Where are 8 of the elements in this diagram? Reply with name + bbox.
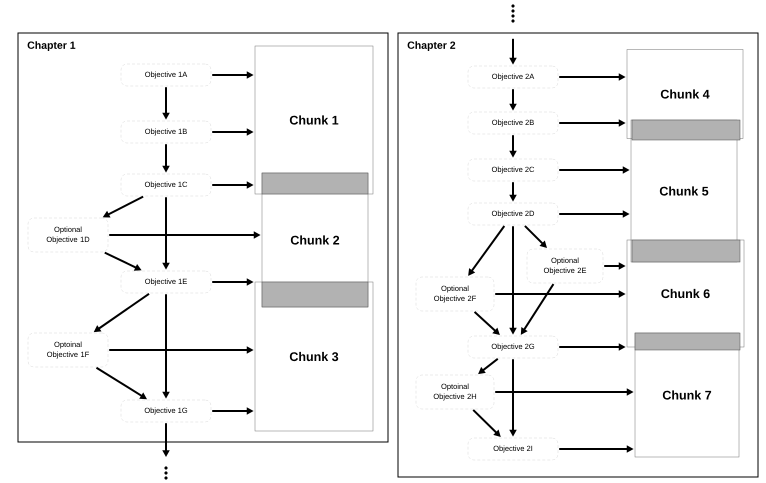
chunk-box: Chunk 7 xyxy=(634,332,740,458)
arrow xyxy=(524,225,547,248)
chapter-title: Chapter 2 xyxy=(408,41,456,51)
chunk-box: Chunk 6 xyxy=(626,240,744,348)
chunk-box: Chunk 5 xyxy=(630,120,740,262)
chapter-title: Chapter 1 xyxy=(28,41,76,51)
chunk-box: Chunk 2 xyxy=(262,172,368,308)
chunk-box: Chunk 3 xyxy=(254,282,374,432)
